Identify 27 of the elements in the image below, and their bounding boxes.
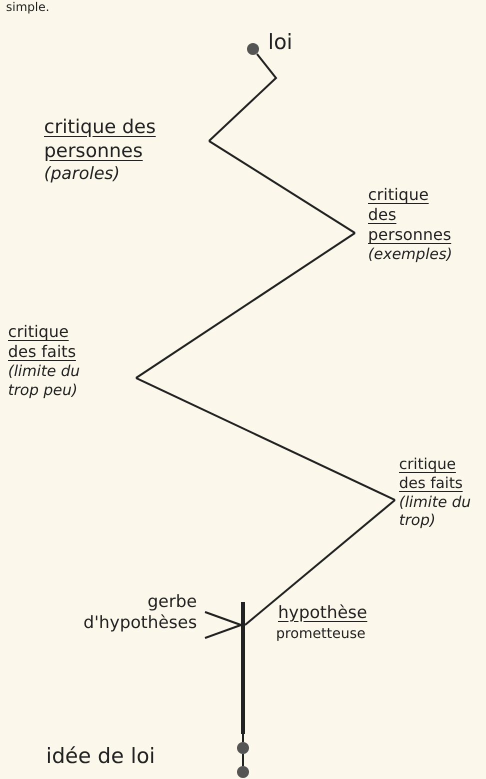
connector-line — [242, 754, 244, 766]
heading-text: critique des faits — [398, 455, 464, 492]
label-text: simple. — [6, 0, 50, 14]
dot — [247, 43, 259, 55]
label-text: hypothèse — [278, 603, 368, 624]
node-caption: loi — [268, 30, 293, 56]
dot — [237, 766, 249, 778]
note-text: (paroles) — [44, 164, 121, 185]
heading-text: critique des personnes — [367, 185, 452, 245]
node-caption: idée de loi — [46, 744, 156, 770]
heading-text: critique des faits — [8, 322, 77, 362]
connector-line — [135, 232, 356, 379]
vertical-bar — [241, 602, 245, 734]
dot — [237, 742, 249, 754]
note-text: (limite du trop peu) — [8, 362, 81, 400]
note-text: (exemples) — [367, 245, 454, 264]
connector-line — [204, 611, 242, 626]
heading-text: gerbe d'hypothèses — [82, 592, 197, 634]
connector-line — [204, 624, 242, 639]
connector-line — [208, 140, 356, 234]
connector-line — [136, 377, 396, 501]
connector-line — [242, 734, 244, 742]
connector-line — [208, 53, 278, 142]
label-text: prometteuse — [276, 626, 366, 643]
connector-line — [244, 499, 396, 626]
heading-text: critique des personnes — [44, 116, 157, 164]
note-text: (limite du trop) — [398, 492, 472, 530]
